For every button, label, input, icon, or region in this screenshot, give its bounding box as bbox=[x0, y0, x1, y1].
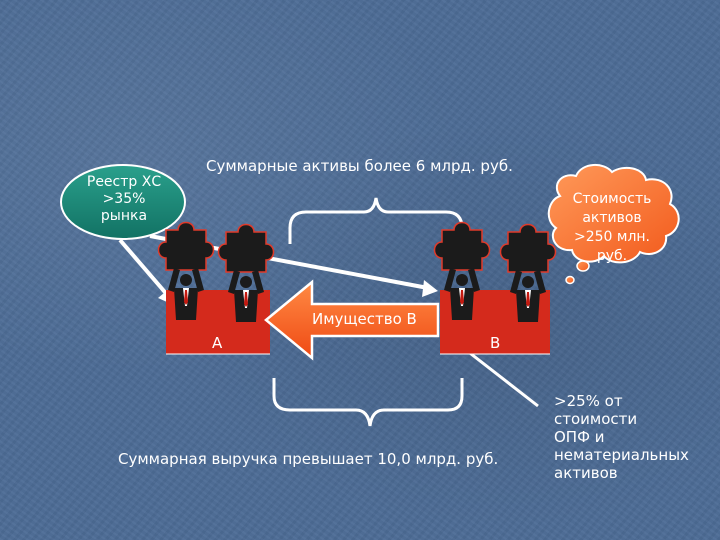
cloud-label-line: руб. bbox=[596, 248, 628, 264]
cloud-label: Стоимость активов >250 млн. руб. bbox=[556, 190, 668, 266]
registry-to-a-arrow bbox=[118, 238, 172, 300]
cloud-label-line: >250 млн. bbox=[573, 229, 650, 245]
registry-label-line: >35% bbox=[102, 191, 146, 207]
top-total-assets-label: Суммарные активы более 6 млрд. руб. bbox=[206, 157, 513, 175]
company-a-label: А bbox=[212, 334, 223, 352]
property-arrow-label: Имущество В bbox=[312, 310, 417, 328]
cloud-shape bbox=[547, 164, 680, 264]
company-b-label: В bbox=[490, 334, 501, 352]
note-label-line: активов bbox=[554, 464, 618, 482]
cloud-label-line: активов bbox=[582, 210, 642, 226]
registry-to-b-arrowhead bbox=[422, 280, 438, 297]
cloud-label-line: Стоимость bbox=[572, 191, 652, 207]
note-label: >25% от стоимости ОПФ и нематериальных а… bbox=[554, 392, 689, 482]
bottom-total-revenue-label: Суммарная выручка превышает 10,0 млрд. р… bbox=[118, 450, 499, 468]
bottom-brace bbox=[272, 378, 464, 427]
registry-ellipse bbox=[60, 164, 186, 240]
registry-label: Реестр ХС >35% рынка bbox=[72, 174, 176, 225]
note-label-line: ОПФ и bbox=[554, 428, 605, 446]
registry-label-line: Реестр ХС bbox=[86, 174, 162, 190]
b-to-note-line bbox=[465, 348, 539, 408]
property-arrow bbox=[264, 279, 440, 361]
company-b-group bbox=[433, 221, 557, 355]
top-brace bbox=[288, 197, 464, 244]
registry-label-line: рынка bbox=[100, 208, 148, 224]
note-label-line: >25% от bbox=[554, 392, 623, 410]
cloud-trail-bubble bbox=[565, 275, 575, 285]
company-a-group bbox=[157, 221, 275, 355]
note-label-line: стоимости bbox=[554, 410, 638, 428]
note-label-line: нематериальных bbox=[554, 446, 689, 464]
